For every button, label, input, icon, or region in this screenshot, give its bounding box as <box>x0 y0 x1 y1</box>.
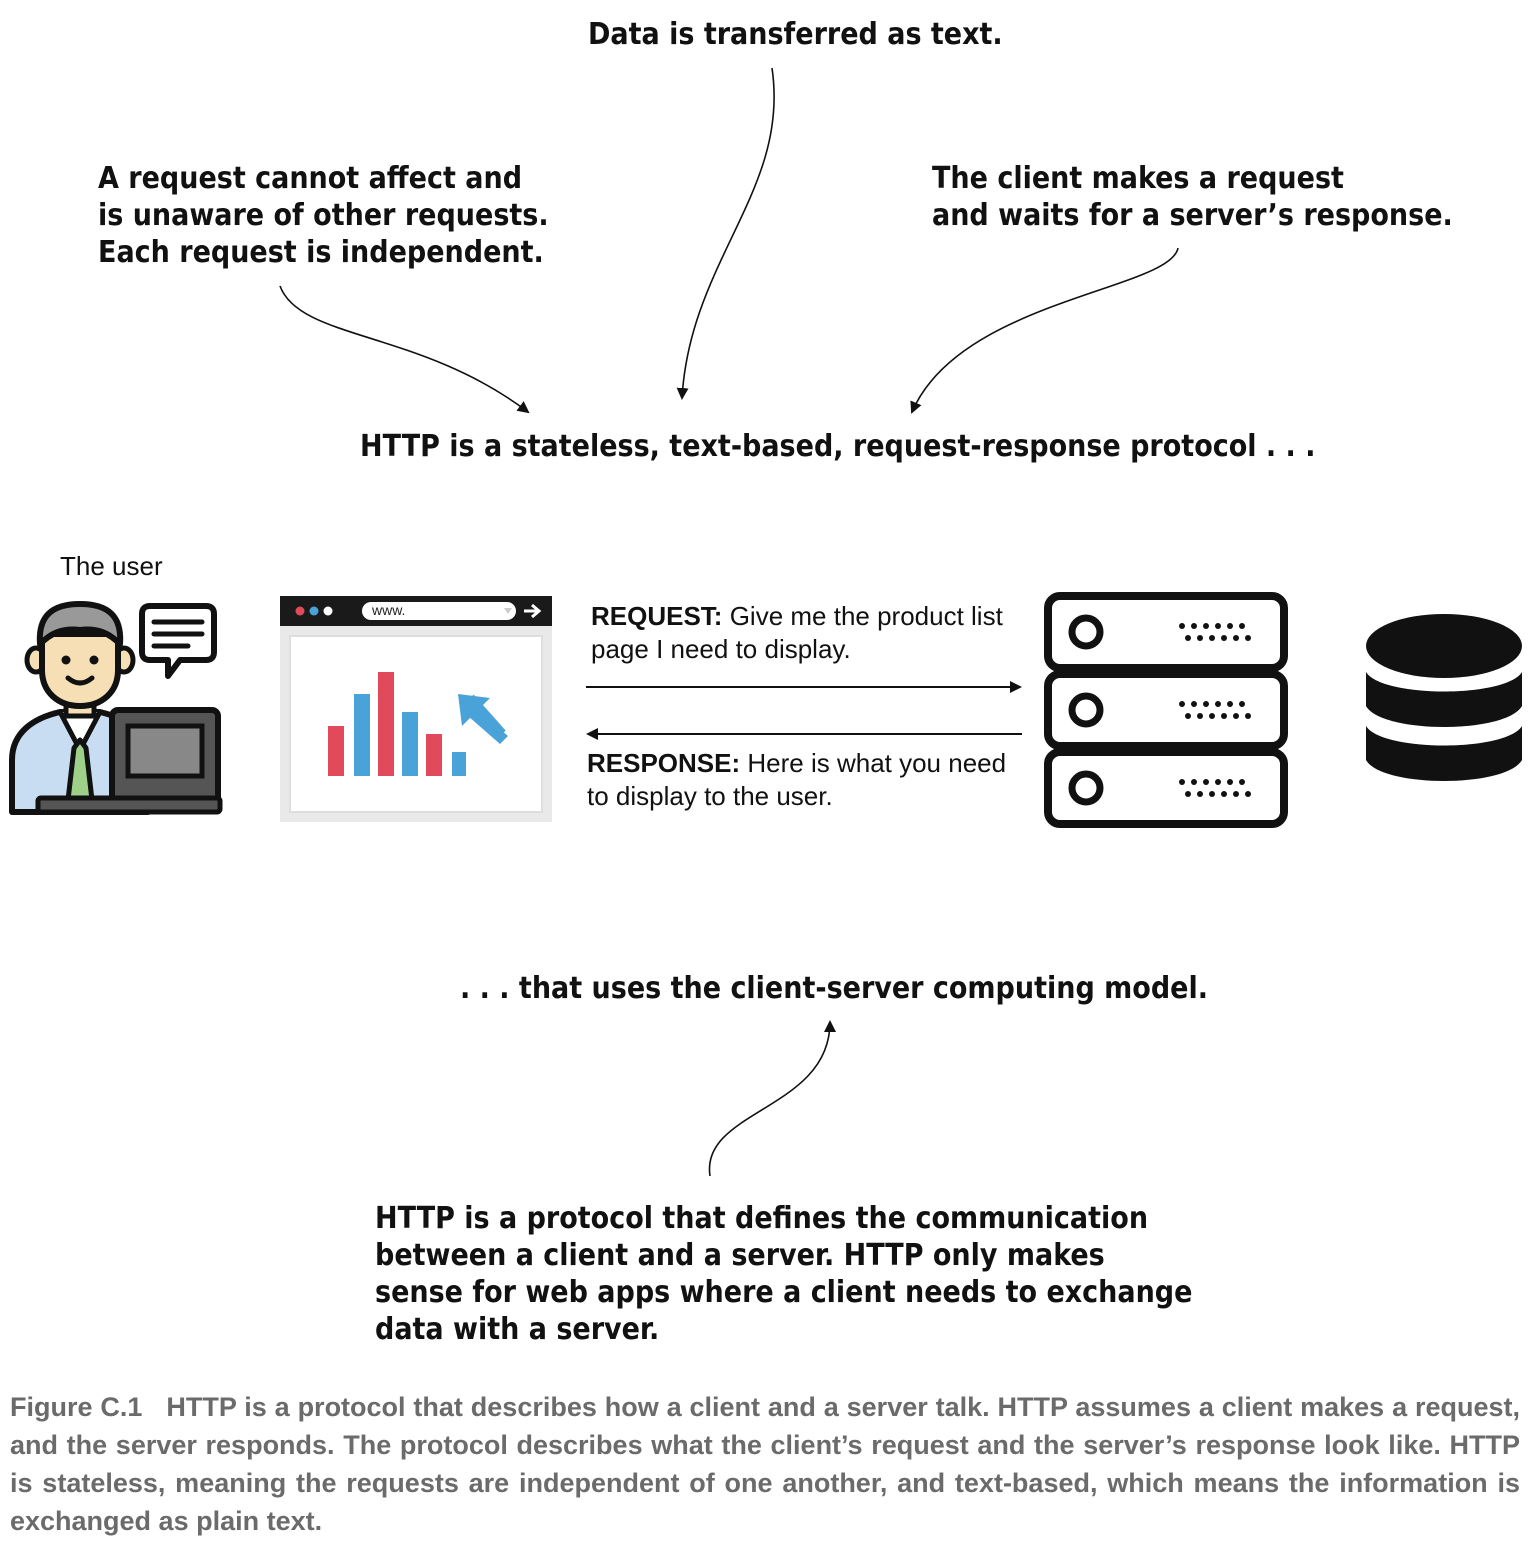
arrow-stateless <box>279 285 530 414</box>
note-line: between a client and a server. HTTP only… <box>375 1238 1105 1273</box>
request-body-2: page I need to display. <box>591 634 851 664</box>
note-line: data with a server. <box>375 1312 660 1347</box>
note-data-as-text: Data is transferred as text. <box>588 17 1003 52</box>
arrow-request-response <box>910 247 1179 414</box>
browser-window-icon <box>280 596 552 822</box>
note-line: HTTP is a protocol that defines the comm… <box>375 1201 1149 1236</box>
note-stateless: A request cannot affect and is unaware o… <box>98 160 549 271</box>
note-line: and waits for a server’s response. <box>932 198 1453 233</box>
note-request-response: The client makes a request and waits for… <box>932 160 1453 234</box>
note-line: The client makes a request <box>932 161 1344 196</box>
response-body: Here is what you need <box>740 748 1007 778</box>
request-text: REQUEST: Give me the product list page I… <box>591 600 1003 666</box>
database-icon <box>1366 614 1522 781</box>
request-label: REQUEST: <box>591 601 723 631</box>
note-client-server: . . . that uses the client-server comput… <box>460 971 1208 1006</box>
arrow-text-based <box>676 67 775 400</box>
note-line: is unaware of other requests. <box>98 198 549 233</box>
note-line: Each request is independent. <box>98 235 544 270</box>
response-text: RESPONSE: Here is what you need to displ… <box>587 747 1006 813</box>
user-label: The user <box>60 551 163 581</box>
request-body: Give me the product list <box>722 601 1003 631</box>
browser-address-text: www. <box>372 602 406 618</box>
note-line: A request cannot affect and <box>98 161 523 196</box>
caption-label: Figure C.1 <box>10 1392 143 1422</box>
server-rack-icon <box>1044 592 1288 828</box>
headline: HTTP is a stateless, text-based, request… <box>360 429 1316 464</box>
note-line: sense for web apps where a client needs … <box>375 1275 1193 1310</box>
arrow-client-server <box>708 1020 836 1177</box>
response-body-2: to display to the user. <box>587 781 833 811</box>
note-definition: HTTP is a protocol that defines the comm… <box>375 1200 1192 1348</box>
user-at-laptop-icon <box>9 601 223 815</box>
caption-text: HTTP is a protocol that describes how a … <box>10 1392 1520 1536</box>
response-label: RESPONSE: <box>587 748 741 778</box>
